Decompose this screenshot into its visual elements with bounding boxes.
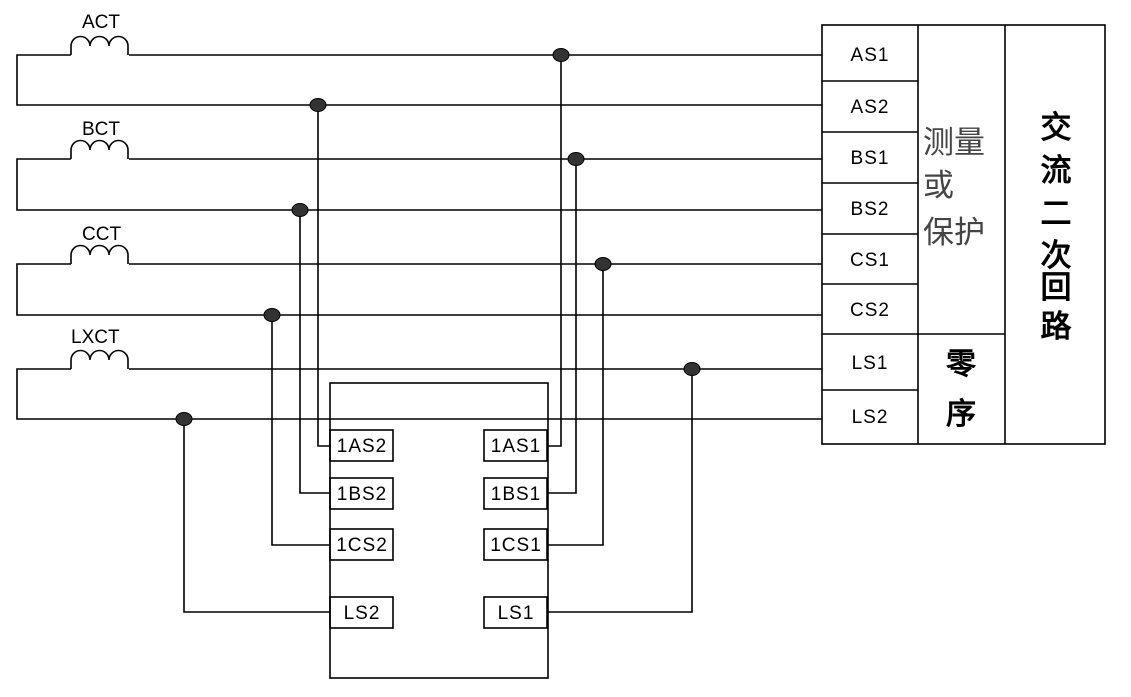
junction-dot <box>263 308 281 322</box>
zero-seq-label-line1: 零 <box>946 347 977 382</box>
act-loop-wire <box>16 54 822 106</box>
device-terminal-box <box>329 528 394 561</box>
junction-dot <box>683 362 701 376</box>
cct-loop-wire <box>16 263 822 316</box>
tap-cs1-wire <box>547 264 604 546</box>
device-terminal-1as1: 1AS1 <box>491 436 541 457</box>
device-terminal-box <box>483 477 548 510</box>
measure-label-line1: 测量 <box>923 125 985 161</box>
lxct-coil <box>70 349 129 369</box>
device-terminal-ls2: LS2 <box>344 603 381 624</box>
junction-dot <box>567 152 585 166</box>
junction-dot <box>175 412 193 426</box>
lxct-label: LXCT <box>71 327 120 348</box>
tap-cs2-wire <box>271 315 330 546</box>
device-box <box>329 382 549 679</box>
bct-label: BCT <box>82 119 120 140</box>
ac-label-char3: 二 <box>1041 196 1072 232</box>
ac-label-char2: 流 <box>1041 153 1072 189</box>
panel-terminal-ls2: LS2 <box>852 407 889 428</box>
zero-seq-label-line2: 序 <box>946 397 976 432</box>
device-terminal-box <box>483 429 548 462</box>
device-terminal-1as2: 1AS2 <box>337 436 387 457</box>
cct-label: CCT <box>82 224 121 245</box>
act-coil <box>70 35 129 55</box>
device-terminal-1cs1: 1CS1 <box>490 535 542 556</box>
device-terminal-1cs2: 1CS2 <box>336 535 388 556</box>
panel-terminal-ls1: LS1 <box>852 353 889 374</box>
tap-ls2-wire <box>183 419 330 613</box>
device-terminal-ls1: LS1 <box>498 603 535 624</box>
bct-coil <box>70 139 129 159</box>
ac-label-char4: 次 <box>1041 238 1072 274</box>
cct-coil <box>70 244 129 264</box>
junction-dot <box>552 48 570 62</box>
tap-as1-wire <box>547 55 562 447</box>
tap-bs1-wire <box>547 159 577 494</box>
measure-label-line2: 或 <box>923 168 954 204</box>
ac-label-char5: 回 <box>1041 270 1072 306</box>
device-terminal-box <box>483 528 548 561</box>
measure-label-line3: 保护 <box>923 215 985 251</box>
panel-terminal-as1: AS1 <box>851 45 890 66</box>
lxct-loop-wire <box>16 368 822 420</box>
ac-label-char1: 交 <box>1041 110 1072 146</box>
panel-terminal-as2: AS2 <box>851 97 890 118</box>
tap-as2-wire <box>317 105 330 447</box>
junction-dot <box>291 203 309 217</box>
junction-dot <box>309 98 327 112</box>
act-label: ACT <box>82 12 120 33</box>
device-terminal-box <box>329 477 394 510</box>
tap-bs2-wire <box>299 210 330 494</box>
device-terminal-box <box>329 429 394 462</box>
panel-terminal-cs1: CS1 <box>850 250 890 271</box>
junction-dot <box>594 257 612 271</box>
device-terminal-1bs1: 1BS1 <box>491 484 541 505</box>
bct-loop-wire <box>16 158 822 211</box>
panel-terminal-bs2: BS2 <box>851 199 890 220</box>
ac-label-char6: 路 <box>1041 309 1073 345</box>
panel-terminal-bs1: BS1 <box>851 148 890 169</box>
device-terminal-1bs2: 1BS2 <box>337 484 387 505</box>
device-terminal-box <box>329 596 394 629</box>
device-terminal-box <box>483 596 548 629</box>
panel-terminal-cs2: CS2 <box>850 300 890 321</box>
tap-ls1-wire <box>547 369 693 613</box>
